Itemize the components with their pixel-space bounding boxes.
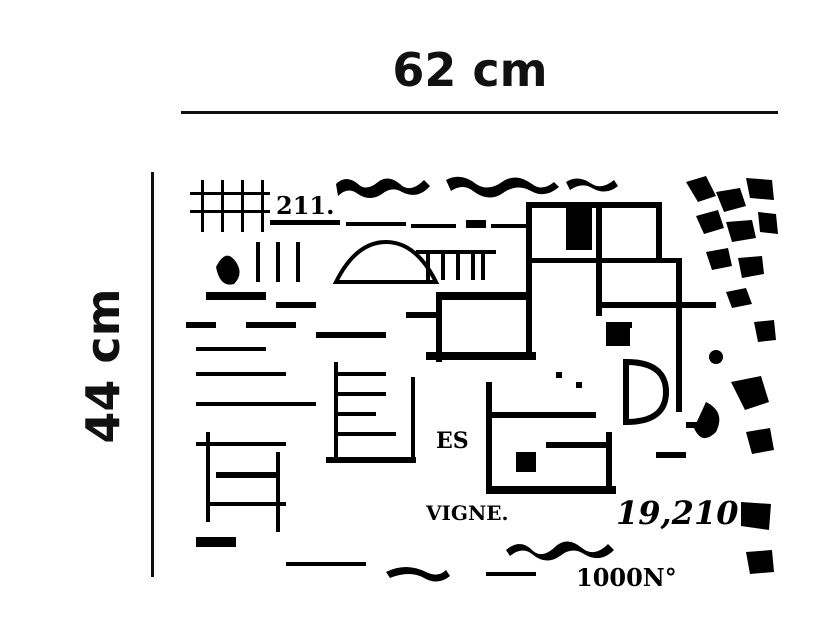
width-dimension-label: 62 cm xyxy=(392,43,548,97)
height-dimension-line xyxy=(151,172,154,577)
height-dimension-label: 44 cm xyxy=(76,288,130,444)
script-handwriting-bottom xyxy=(286,541,614,582)
map-fragments xyxy=(686,176,778,574)
width-dimension-line xyxy=(181,111,778,114)
stencil-text-ref: 211. xyxy=(276,191,334,220)
stencil-text-number: 19,210 xyxy=(616,494,738,532)
floor-plan xyxy=(406,202,723,494)
stencil-text-vigne: VIGNE. xyxy=(425,501,508,525)
column-stubs xyxy=(216,239,496,285)
grid-cross-marks xyxy=(190,180,270,232)
stencil-text-es: ES xyxy=(436,428,469,454)
script-handwriting-top xyxy=(270,176,618,228)
left-detail-blocks xyxy=(186,292,416,547)
stencil-pattern: 211. ES VIGNE. 19,210 1000N° xyxy=(186,172,780,592)
stencil-artwork: 211. ES VIGNE. 19,210 1000N° xyxy=(186,176,778,592)
stencil-text-code: 1000N° xyxy=(576,563,677,592)
